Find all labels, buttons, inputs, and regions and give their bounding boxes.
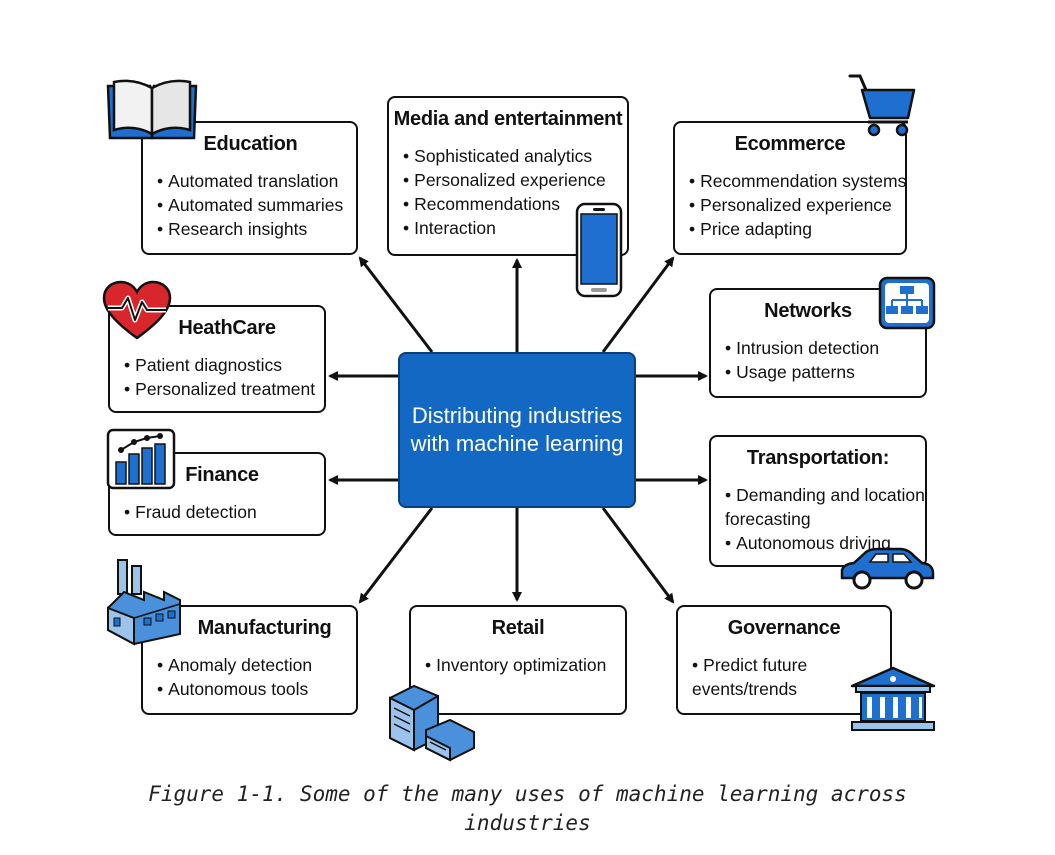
list-item: Interaction [403,216,606,240]
arrow-to-ecommerce [601,256,675,353]
list-item: Research insights [157,217,343,241]
network-icon [878,276,936,330]
ecommerce-title: Ecommerce [734,133,846,155]
list-item: Predict future events/trends [692,653,842,701]
education-title: Education [203,133,298,155]
transportation-box: Transportation: Demanding and location f… [709,435,927,567]
center-title: Distributing industries with machine lea… [410,403,624,456]
list-item: Automated summaries [157,193,343,217]
governance-box: Governance Predict future events/trends [676,605,892,715]
arrow-to-manufacturing [358,507,434,604]
transportation-title: Transportation: [746,447,890,469]
list-item: Patient diagnostics [124,353,315,377]
building-icon [389,684,475,762]
list-item: Recommendations [403,192,606,216]
retail-list: Inventory optimization [425,653,606,677]
finance-title: Finance [185,464,259,486]
caption-line-2: industries [464,811,591,835]
heart-pulse-icon [102,280,172,340]
government-building-icon [850,666,936,731]
caption-line-1: Figure 1-1. Some of the many uses of mac… [148,782,907,806]
healthcare-list: Patient diagnostics Personalized treatme… [124,353,315,401]
list-item: Personalized experience [403,168,606,192]
list-item: Usage patterns [725,360,879,384]
arrow-to-education [358,256,434,353]
finance-list: Fraud detection [124,500,257,524]
list-item: Personalized experience [689,193,906,217]
retail-title: Retail [491,617,545,639]
arrow-to-governance [601,507,675,604]
networks-list: Intrusion detection Usage patterns [725,336,879,384]
list-item: Automated translation [157,169,343,193]
list-item: Fraud detection [124,500,257,524]
education-list: Automated translation Automated summarie… [157,169,343,241]
ecommerce-list: Recommendation systems Personalized expe… [689,169,906,241]
smartphone-icon [575,202,623,298]
bar-chart-icon [106,428,176,490]
manufacturing-title: Manufacturing [197,617,332,639]
list-item: Recommendation systems [689,169,906,193]
retail-box: Retail Inventory optimization [409,605,627,715]
book-icon [106,79,198,140]
governance-list: Predict future events/trends [692,653,842,701]
list-item: Personalized treatment [124,377,315,401]
list-item: Anomaly detection [157,653,312,677]
factory-icon [107,559,181,646]
list-item: Intrusion detection [725,336,879,360]
media-box: Media and entertainment Sophisticated an… [387,96,629,256]
transportation-list: Demanding and location forecasting Auton… [725,483,925,555]
list-item: Demanding and location forecasting [725,483,925,531]
healthcare-box: HeathCare Patient diagnostics Personaliz… [108,305,326,413]
list-item: Price adapting [689,217,906,241]
media-list: Sophisticated analytics Personalized exp… [403,144,606,240]
center-node: Distributing industries with machine lea… [398,352,636,508]
manufacturing-list: Anomaly detection Autonomous tools [157,653,312,701]
figure-caption: Figure 1-1. Some of the many uses of mac… [0,780,1055,838]
list-item: Sophisticated analytics [403,144,606,168]
education-box: Education Automated translation Automate… [141,121,358,255]
car-icon [840,547,935,590]
list-item: Inventory optimization [425,653,606,677]
networks-title: Networks [764,300,852,322]
ecommerce-box: Ecommerce Recommendation systems Persona… [673,121,907,255]
shopping-cart-icon [848,74,916,137]
list-item: Autonomous driving [725,531,925,555]
governance-title: Governance [727,617,841,639]
healthcare-title: HeathCare [178,317,276,339]
media-title: Media and entertainment [393,108,623,130]
list-item: Autonomous tools [157,677,312,701]
